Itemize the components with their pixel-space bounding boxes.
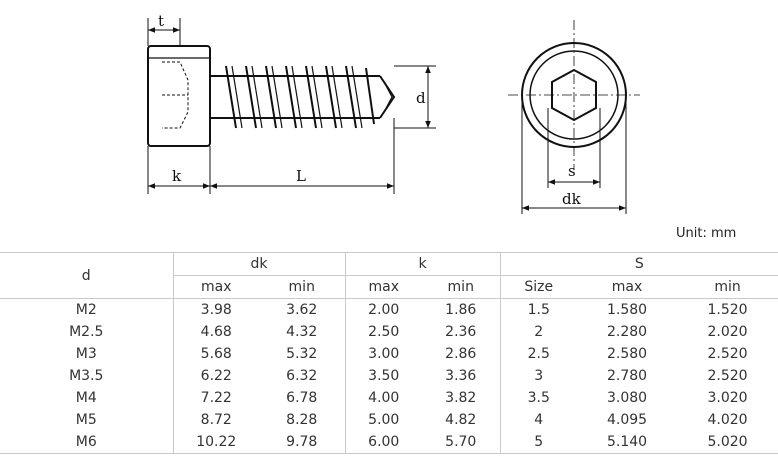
value-cell: 8.72 bbox=[200, 412, 232, 428]
value-cell: 4.020 bbox=[707, 412, 748, 428]
value-cell: 3.5 bbox=[527, 390, 550, 406]
value-cell: 2.020 bbox=[707, 324, 748, 340]
value-cell: 2.36 bbox=[422, 321, 501, 343]
value-cell: 4.82 bbox=[422, 409, 501, 431]
value-cell: 2 bbox=[534, 324, 544, 340]
unit-label: Unit: mm bbox=[676, 226, 737, 241]
value-cell: 1.520 bbox=[677, 298, 778, 321]
value-cell: 5.68 bbox=[200, 346, 232, 362]
size-cell: M4 bbox=[0, 387, 174, 409]
size-cell: M3 bbox=[0, 343, 174, 365]
value-cell: 2.280 bbox=[606, 324, 648, 340]
header-S: S bbox=[500, 252, 778, 276]
value-cell: 4.00 bbox=[368, 390, 400, 406]
dimension-label-d: d bbox=[416, 89, 426, 107]
table-row: M4 7.22 6.78 4.00 3.82 3.5 3.080 3.020 bbox=[0, 387, 778, 409]
value-cell: 3.080 bbox=[606, 390, 648, 406]
value-cell: 5.140 bbox=[577, 431, 678, 454]
value-cell: 8.28 bbox=[259, 409, 346, 431]
value-cell: 4 bbox=[534, 412, 544, 428]
value-cell: 1.86 bbox=[422, 298, 501, 321]
size-cell: M5 bbox=[0, 409, 174, 431]
dimension-s bbox=[547, 108, 601, 188]
value-cell: 6.32 bbox=[259, 365, 346, 387]
size-cell: M2 bbox=[0, 298, 174, 321]
size-cell: M2.5 bbox=[0, 321, 174, 343]
value-cell: 5.00 bbox=[368, 412, 400, 428]
dimension-k-L bbox=[147, 118, 395, 194]
screw-shank-threads bbox=[210, 65, 396, 129]
value-cell: 6.78 bbox=[259, 387, 346, 409]
value-cell: 2.86 bbox=[422, 343, 501, 365]
dimension-label-dk: dk bbox=[562, 190, 582, 208]
value-cell: 3.00 bbox=[368, 346, 400, 362]
value-cell: 2.50 bbox=[368, 324, 400, 340]
value-cell: 3.98 bbox=[173, 298, 259, 321]
value-cell: 9.78 bbox=[259, 431, 346, 454]
screw-head-top-view bbox=[508, 20, 640, 170]
value-cell: 2.520 bbox=[707, 346, 748, 362]
header-dk: dk bbox=[173, 252, 346, 276]
dimension-table: d dk k S max min max min Size max min M2… bbox=[0, 252, 778, 454]
value-cell: 2.5 bbox=[527, 346, 550, 362]
header-d: d bbox=[0, 252, 174, 299]
dimension-label-t: t bbox=[158, 12, 164, 30]
value-cell: 5.020 bbox=[677, 431, 778, 454]
value-cell: 3.36 bbox=[422, 365, 501, 387]
dimension-label-s: s bbox=[568, 162, 576, 180]
value-cell: 3.82 bbox=[422, 387, 501, 409]
value-cell: 4.32 bbox=[259, 321, 346, 343]
value-cell: 3.62 bbox=[259, 298, 346, 321]
sub-header: min bbox=[422, 275, 501, 299]
value-cell: 5 bbox=[500, 431, 578, 454]
dimension-d bbox=[394, 65, 436, 129]
value-cell: 2.780 bbox=[606, 368, 648, 384]
table-row: M2.5 4.68 4.32 2.50 2.36 2 2.280 2.020 bbox=[0, 321, 778, 343]
table-row: M3 5.68 5.32 3.00 2.86 2.5 2.580 2.520 bbox=[0, 343, 778, 365]
table-row: M3.5 6.22 6.32 3.50 3.36 3 2.780 2.520 bbox=[0, 365, 778, 387]
screw-head-side bbox=[147, 45, 211, 147]
table-sub-header-row: max min max min Size max min bbox=[0, 275, 778, 299]
sub-header: max bbox=[173, 275, 259, 299]
table-group-header-row: d dk k S bbox=[0, 252, 778, 299]
value-cell: 3 bbox=[534, 368, 544, 384]
value-cell: 5.70 bbox=[422, 431, 501, 454]
value-cell: 2.00 bbox=[345, 298, 422, 321]
dimension-dk bbox=[521, 95, 627, 214]
dimension-label-k: k bbox=[172, 167, 182, 185]
sub-header: max bbox=[577, 275, 678, 299]
size-cell: M6 bbox=[0, 431, 174, 454]
value-cell: 3.50 bbox=[368, 368, 400, 384]
value-cell: 6.22 bbox=[200, 368, 232, 384]
value-cell: 6.00 bbox=[345, 431, 422, 454]
value-cell: 1.580 bbox=[577, 298, 678, 321]
sub-header: max bbox=[345, 275, 422, 299]
sub-header: min bbox=[677, 275, 778, 299]
header-k: k bbox=[345, 252, 501, 276]
sub-header: min bbox=[259, 275, 346, 299]
sub-header: Size bbox=[500, 275, 578, 299]
screw-technical-drawing: t d k L s dk bbox=[147, 12, 640, 214]
table-row: M5 8.72 8.28 5.00 4.82 4 4.095 4.020 bbox=[0, 409, 778, 431]
size-cell: M3.5 bbox=[0, 365, 174, 387]
value-cell: 3.020 bbox=[707, 390, 748, 406]
value-cell: 10.22 bbox=[173, 431, 259, 454]
value-cell: 4.68 bbox=[200, 324, 232, 340]
value-cell: 1.5 bbox=[500, 298, 578, 321]
value-cell: 2.580 bbox=[606, 346, 648, 362]
value-cell: 4.095 bbox=[606, 412, 648, 428]
dimension-label-L: L bbox=[296, 167, 306, 185]
value-cell: 5.32 bbox=[259, 343, 346, 365]
dimension-t bbox=[147, 18, 181, 46]
value-cell: 7.22 bbox=[200, 390, 232, 406]
value-cell: 2.520 bbox=[707, 368, 748, 384]
